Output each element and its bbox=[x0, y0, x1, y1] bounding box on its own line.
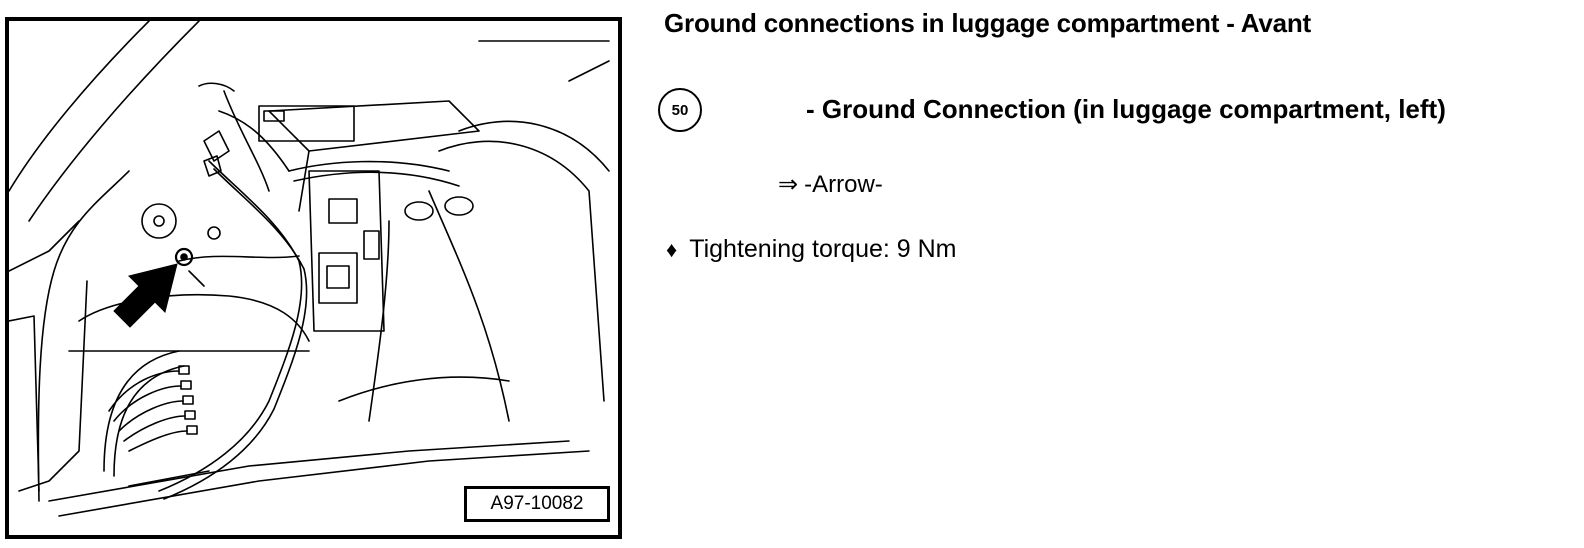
luggage-compartment-illustration: A97-10082 bbox=[5, 17, 622, 539]
torque-text: Tightening torque: 9 Nm bbox=[689, 235, 957, 263]
reference-text: -Arrow- bbox=[804, 171, 883, 198]
indication-arrow bbox=[113, 263, 178, 328]
figure-id-label: A97-10082 bbox=[464, 486, 610, 522]
diamond-bullet-icon: ♦ bbox=[666, 237, 678, 262]
line-drawing bbox=[9, 21, 610, 517]
item-description: - Ground Connection (in luggage compartm… bbox=[806, 94, 1446, 124]
torque-note: ♦ Tightening torque: 9 Nm bbox=[666, 235, 957, 264]
page-title: Ground connections in luggage compartmen… bbox=[664, 8, 1311, 38]
arrow-reference: ⇒-Arrow- bbox=[778, 170, 883, 199]
reference-arrow-icon: ⇒ bbox=[778, 171, 799, 198]
item-number-badge: 50 bbox=[658, 88, 702, 132]
